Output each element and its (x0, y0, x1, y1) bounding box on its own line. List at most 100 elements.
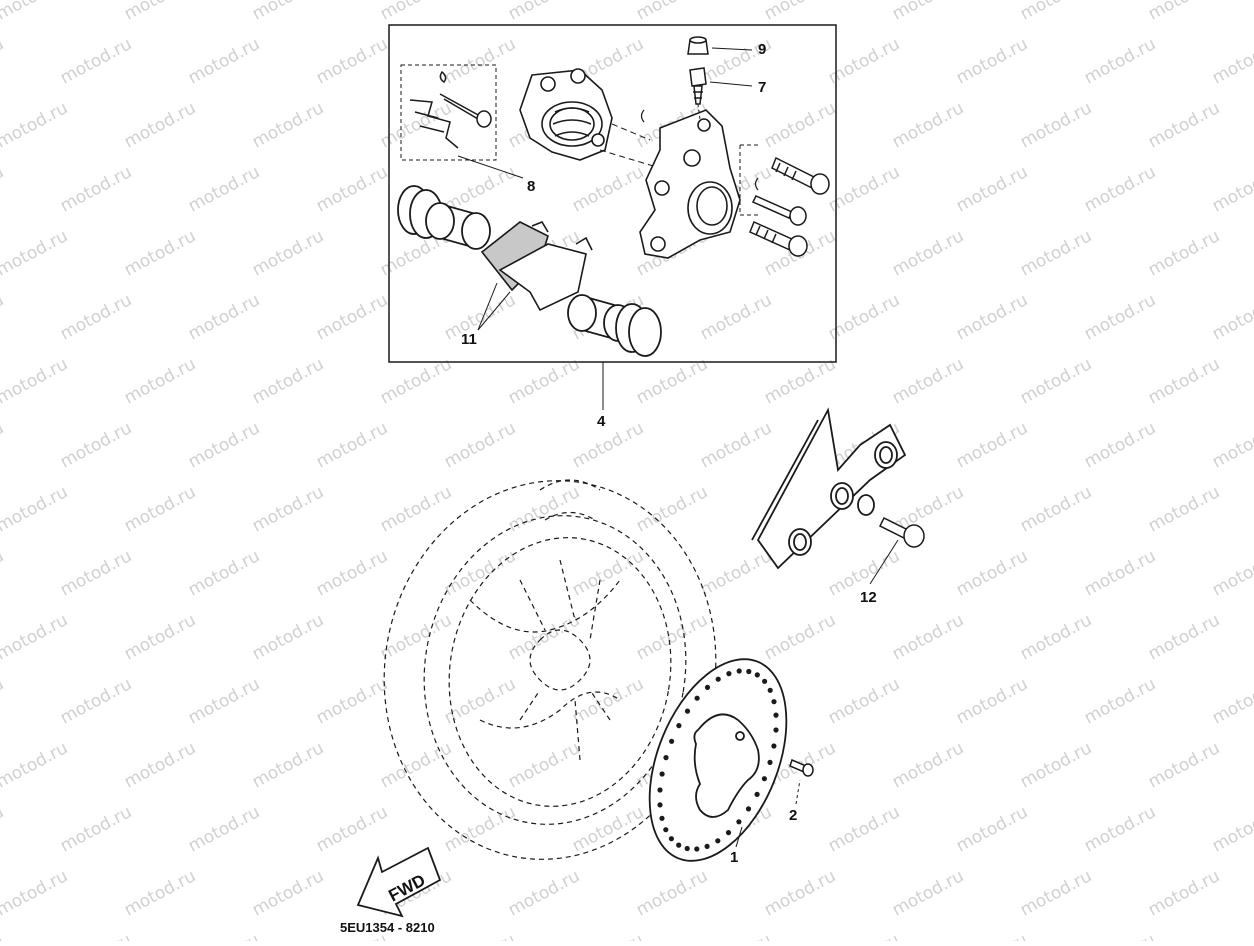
watermark-text: motod.ru (1017, 0, 1095, 24)
watermark-text: motod.ru (1081, 930, 1159, 941)
watermark-text: motod.ru (121, 98, 199, 152)
watermark-text: motod.ru (441, 546, 519, 600)
watermark-text: motod.ru (185, 546, 263, 600)
watermark-text: motod.ru (121, 866, 199, 920)
disc-hole (684, 708, 691, 714)
watermark-text: motod.ru (1017, 738, 1095, 792)
watermark-text: motod.ru (249, 98, 327, 152)
watermark-text: motod.ru (1081, 546, 1159, 600)
disc-hole (771, 699, 777, 705)
callout-9: 9 (758, 41, 767, 58)
watermark-text: motod.ru (0, 226, 71, 280)
watermark-text: motod.ru (0, 866, 71, 920)
watermark-text: motod.ru (57, 290, 135, 344)
brake-pads (480, 221, 593, 312)
disc-hole (773, 727, 779, 733)
watermark-text: motod.ru (953, 34, 1031, 88)
watermark-text: motod.ru (761, 98, 839, 152)
watermark-text: motod.ru (953, 674, 1031, 728)
watermark-text: motod.ru (633, 866, 711, 920)
callout-4: 4 (597, 413, 606, 430)
fwd-arrow (356, 846, 442, 918)
disc-hole (694, 846, 700, 852)
watermark-text: motod.ru (0, 98, 71, 152)
leader-1 (735, 826, 743, 848)
watermark-text: motod.ru (953, 290, 1031, 344)
watermark-text: motod.ru (441, 802, 519, 856)
watermark-text: motod.ru (313, 162, 391, 216)
watermark-text: motod.ru (889, 610, 967, 664)
watermark-text: motod.ru (57, 34, 135, 88)
watermark-text: motod.ru (0, 930, 7, 941)
callout-2: 2 (789, 807, 798, 824)
watermark-text: motod.ru (0, 610, 71, 664)
caliper-bolt-lower (749, 220, 808, 257)
bleed-screw (689, 67, 707, 105)
watermark-text: motod.ru (825, 930, 903, 941)
caliper-body (639, 109, 741, 259)
disc-hole (659, 771, 665, 777)
watermark-text: motod.ru (569, 674, 647, 728)
assembly-line (611, 123, 651, 141)
o-ring-mark (640, 109, 645, 123)
watermark-text: motod.ru (1209, 34, 1254, 88)
watermark-text: motod.ru (889, 738, 967, 792)
watermark-text: motod.ru (825, 674, 903, 728)
front-fork-leg (751, 407, 907, 570)
watermark-text: motod.ru (889, 866, 967, 920)
watermark-text: motod.ru (249, 354, 327, 408)
leader-11b (477, 291, 511, 331)
watermark-text: motod.ru (1145, 354, 1223, 408)
disc-hole (762, 678, 768, 684)
piston-seal-left (397, 185, 491, 250)
watermark-text: motod.ru (505, 610, 583, 664)
leader-7 (709, 81, 753, 87)
watermark-text: motod.ru (569, 162, 647, 216)
watermark-text: motod.ru (889, 98, 967, 152)
disc-hole (694, 695, 700, 701)
watermark-text: motod.ru (377, 738, 455, 792)
watermark-text: motod.ru (1209, 418, 1254, 472)
watermark-text: motod.ru (441, 930, 519, 941)
watermark-text: motod.ru (313, 546, 391, 600)
watermark-text: motod.ru (121, 354, 199, 408)
watermark-text: motod.ru (953, 418, 1031, 472)
caliper-pin-bolt (751, 195, 807, 226)
watermark-text: motod.ru (1145, 866, 1223, 920)
watermark-text: motod.ru (889, 0, 967, 24)
watermark-text: motod.ru (633, 610, 711, 664)
watermark-text: motod.ru (0, 482, 71, 536)
disc-hole (669, 738, 675, 744)
watermark-text: motod.ru (569, 802, 647, 856)
watermark-text: motod.ru (1145, 482, 1223, 536)
watermark-text: motod.ru (121, 482, 199, 536)
watermark-text: motod.ru (1017, 866, 1095, 920)
watermark-text: motod.ru (1209, 546, 1254, 600)
watermark-text: motod.ru (1017, 610, 1095, 664)
disc-hole (704, 684, 711, 691)
watermark-text: motod.ru (1081, 162, 1159, 216)
watermark-text: motod.ru (57, 162, 135, 216)
watermark-text: motod.ru (441, 290, 519, 344)
watermark-text: motod.ru (889, 354, 967, 408)
disc-hole (773, 712, 779, 718)
watermark-text: motod.ru (313, 674, 391, 728)
watermark-text: motod.ru (1017, 482, 1095, 536)
watermark-text: motod.ru (1081, 290, 1159, 344)
watermark-text: motod.ru (0, 802, 7, 856)
watermark-text: motod.ru (121, 738, 199, 792)
watermark-text: motod.ru (1145, 610, 1223, 664)
disc-hole (663, 755, 669, 761)
leader-11a (477, 282, 498, 331)
watermark-text: motod.ru (633, 0, 711, 24)
watermark-text: motod.ru (0, 546, 7, 600)
watermark-text: motod.ru (1017, 354, 1095, 408)
disc-hole (767, 687, 773, 693)
watermark-text: motod.ru (825, 802, 903, 856)
watermark-text: motod.ru (953, 802, 1031, 856)
watermark-text: motod.ru (505, 482, 583, 536)
watermark-text: motod.ru (249, 866, 327, 920)
watermark-text: motod.ru (761, 0, 839, 24)
